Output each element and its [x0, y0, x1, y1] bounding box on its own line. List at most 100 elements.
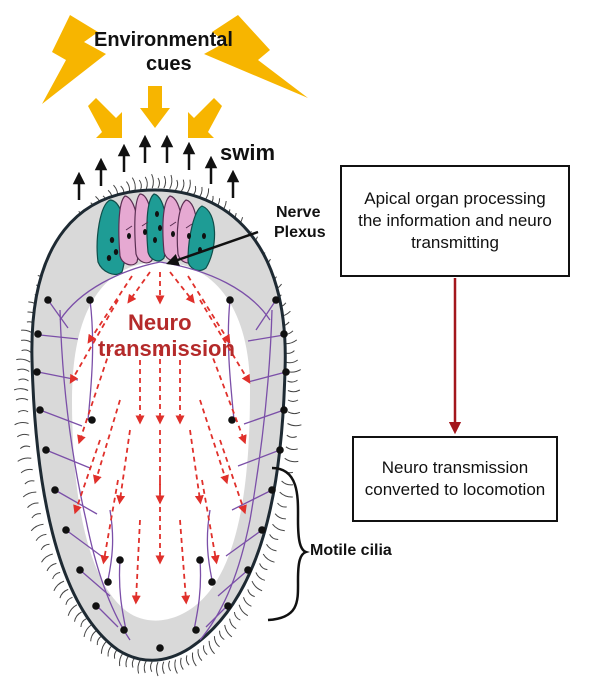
cilium	[13, 388, 29, 391]
cilium	[203, 645, 208, 656]
apical-organ-text: Apical organ processing the information …	[358, 188, 552, 253]
cilium	[287, 389, 301, 393]
cilium	[24, 480, 35, 485]
signal-arrow	[169, 271, 195, 304]
swim-label: swim	[220, 140, 276, 165]
neuron-dot	[156, 644, 164, 652]
cilium	[224, 624, 233, 638]
signal-arrow	[209, 349, 247, 445]
cilium	[229, 618, 237, 630]
neuron-dot	[51, 486, 59, 494]
cilium	[169, 174, 173, 190]
cilium	[18, 378, 29, 382]
cilium	[208, 640, 215, 655]
cue-arrows	[88, 86, 222, 138]
neuron-dot	[192, 626, 200, 634]
cilium	[180, 657, 184, 670]
cilium	[15, 398, 29, 401]
cilium	[74, 611, 82, 622]
nerve-label: Nerve	[276, 204, 321, 221]
signal-arrow	[189, 429, 204, 505]
lightning-left-icon	[42, 15, 106, 104]
cilium	[30, 523, 44, 532]
signal-arrow	[127, 271, 151, 304]
cilium	[67, 604, 78, 616]
cilium	[274, 513, 286, 520]
neuron-dot	[62, 526, 70, 534]
cue-arrow-left	[88, 98, 122, 138]
cilium	[131, 177, 136, 192]
cilium	[186, 179, 191, 194]
signal-arrow	[219, 439, 247, 515]
cilium	[277, 502, 287, 508]
signal-arrow	[87, 275, 133, 344]
cilium	[185, 655, 190, 666]
cilium	[100, 640, 108, 654]
cilium	[162, 661, 165, 674]
cilium	[144, 176, 148, 190]
cilium	[41, 553, 53, 563]
cilium	[191, 652, 197, 667]
neuron-dot	[244, 566, 252, 574]
cilium	[262, 553, 275, 563]
cilium	[266, 544, 277, 552]
signal-arrow	[179, 519, 191, 605]
swim-arrows	[72, 134, 240, 200]
cilium	[168, 660, 172, 672]
cilium	[90, 630, 97, 642]
cilium	[287, 399, 299, 402]
cilium	[287, 411, 301, 415]
neuron-dot	[86, 296, 94, 304]
cilium	[59, 588, 69, 599]
lightning-right-icon	[204, 15, 308, 98]
neuron-dot	[36, 406, 44, 414]
cilium	[281, 480, 294, 486]
cilium	[180, 179, 185, 192]
cilium	[156, 661, 159, 677]
neuron-dot	[76, 566, 84, 574]
plexus-label: Plexus	[274, 224, 326, 241]
signal-arrow	[77, 349, 111, 445]
neuron-dot	[34, 330, 42, 338]
neuron-dot	[276, 446, 284, 454]
cilium	[197, 649, 203, 661]
cilium	[131, 657, 136, 668]
cilium	[17, 457, 32, 462]
cilium	[20, 468, 33, 474]
cilium	[80, 618, 87, 628]
neuron-dot	[88, 416, 96, 424]
cilium	[137, 659, 141, 674]
neuron-dot	[196, 556, 204, 564]
signal-arrow	[199, 299, 251, 384]
neuron-dot	[92, 602, 100, 610]
neuron-dot	[226, 296, 234, 304]
cilium	[31, 513, 41, 519]
cilium	[272, 523, 285, 532]
cilium	[14, 422, 29, 426]
cilium	[16, 358, 31, 363]
cilium	[219, 630, 225, 640]
cilium	[287, 379, 298, 383]
cilium	[22, 491, 37, 498]
signal-arrow	[131, 519, 141, 605]
neuron-dot	[280, 406, 288, 414]
neuron-dot	[116, 556, 124, 564]
cilium	[238, 604, 249, 617]
cilium	[285, 446, 298, 450]
apical-organ-box: Apical organ processing the information …	[340, 165, 570, 277]
cilium	[279, 491, 293, 498]
neuron-dots	[33, 296, 290, 652]
cilium	[150, 661, 153, 672]
neuron-dot	[258, 526, 266, 534]
signal-arrow	[69, 299, 119, 384]
cilium	[53, 580, 65, 592]
cue-arrow-right	[188, 98, 222, 138]
signal-arrow	[201, 479, 220, 565]
signal-arrow	[100, 479, 119, 565]
neuron-dot	[268, 486, 276, 494]
cilium	[157, 177, 160, 189]
neuron-dot	[272, 296, 280, 304]
apical-organ	[96, 193, 216, 275]
neuron-dot	[282, 368, 290, 376]
